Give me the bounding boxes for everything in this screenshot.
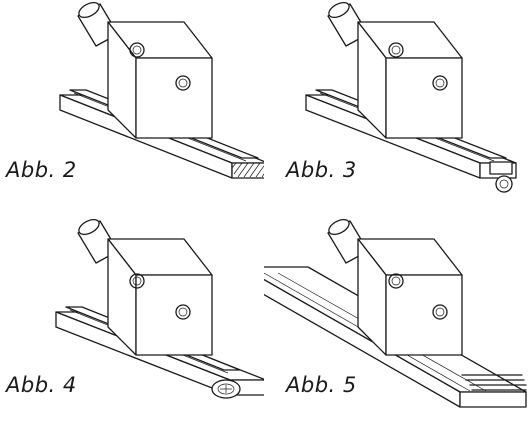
- end-cap-screw-icon: [489, 161, 513, 193]
- base-plate-end: [459, 391, 527, 408]
- mounting-hole-icon: [432, 75, 448, 91]
- caption-abb-5: Abb. 5: [286, 373, 357, 397]
- scale-stripes-icon: [461, 374, 527, 391]
- figure-abb-5: Abb. 5: [264, 217, 528, 434]
- sensor-block-front: [135, 57, 213, 139]
- sensor-drawing-abb-2: [59, 1, 264, 179]
- sensor-block-front: [135, 274, 213, 356]
- figure-abb-3: Abb. 3: [264, 0, 528, 217]
- mounting-hole-icon: [432, 304, 448, 320]
- caption-abb-2: Abb. 2: [6, 158, 77, 182]
- mounting-hole-icon: [175, 304, 191, 320]
- mounting-hole-icon: [175, 75, 191, 91]
- figure-abb-4: Abb. 4: [0, 217, 264, 434]
- figure-abb-2: Abb. 2: [0, 0, 264, 217]
- mounting-hole-icon: [129, 273, 145, 289]
- sensor-block-front: [385, 274, 463, 356]
- hatched-end-icon: [231, 162, 264, 178]
- caption-abb-4: Abb. 4: [6, 373, 77, 397]
- sensor-drawing-abb-5: [264, 218, 527, 408]
- mounting-hole-icon: [388, 273, 404, 289]
- mounting-hole-icon: [129, 42, 145, 58]
- sensor-drawing-abb-4: [55, 218, 264, 399]
- mounting-hole-icon: [388, 42, 404, 58]
- sensor-block-front: [385, 57, 463, 139]
- sensor-drawing-abb-3: [305, 1, 517, 193]
- caption-abb-3: Abb. 3: [286, 158, 357, 182]
- top-screw-icon: [211, 379, 241, 399]
